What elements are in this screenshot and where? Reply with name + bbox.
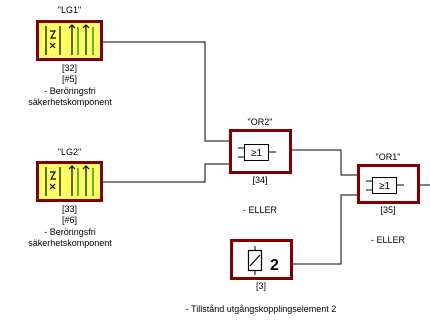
- wire-lg1-to-or2: [103, 41, 230, 142]
- or-gate-icon: ≥1: [238, 144, 276, 161]
- or2-block[interactable]: ≥1: [229, 129, 292, 174]
- lg1-block[interactable]: [36, 20, 103, 61]
- light-curtain-icon: [45, 24, 94, 55]
- out2-desc: - Tillstånd utgångskopplingselement 2: [185, 304, 337, 314]
- or1-desc: - ELLER: [370, 235, 405, 245]
- lg1-ref: [#5]: [61, 74, 77, 84]
- lg1-name: "LG1": [57, 5, 82, 15]
- or1-block[interactable]: ≥1: [357, 164, 420, 204]
- out2-block[interactable]: 2: [230, 239, 293, 280]
- or1-symbol: ≥1: [379, 181, 390, 192]
- lg2-name: "LG2": [57, 147, 82, 157]
- lg2-block[interactable]: [36, 161, 103, 202]
- switching-element-icon: 2: [247, 246, 279, 275]
- or2-symbol: ≥1: [251, 148, 262, 159]
- lg1-desc-line2: säkerhetskomponent: [28, 97, 112, 107]
- wire-or2-to-or1: [290, 149, 358, 176]
- wire-out2-to-or1: [291, 194, 358, 265]
- out2-index: [3]: [255, 281, 266, 291]
- wire-lg2-to-or2: [103, 163, 230, 183]
- light-curtain-icon: [45, 165, 94, 196]
- out2-symbol: 2: [270, 257, 279, 274]
- lg2-desc-line1: - Beröringsfri: [44, 227, 96, 237]
- or1-name: "OR1": [375, 152, 401, 162]
- or1-index: [35]: [380, 205, 396, 215]
- or2-desc: - ELLER: [242, 205, 277, 215]
- lg2-index: [33]: [61, 204, 77, 214]
- lg2-ref: [#6]: [61, 215, 77, 225]
- lg1-index: [32]: [61, 63, 77, 73]
- or2-name: "OR2": [247, 117, 273, 127]
- or-gate-icon: ≥1: [366, 177, 404, 194]
- lg2-desc-line2: säkerhetskomponent: [28, 238, 112, 248]
- lg1-desc-line1: - Beröringsfri: [44, 86, 96, 96]
- or2-index: [34]: [252, 175, 268, 185]
